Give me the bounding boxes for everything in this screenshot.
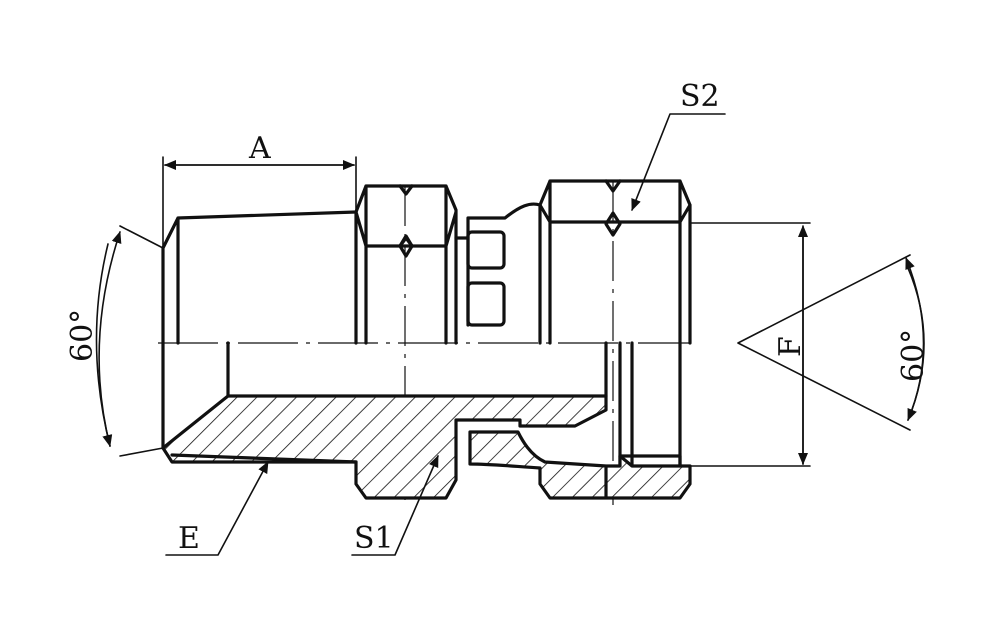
- bore-outline: [161, 341, 682, 468]
- neck-ring-lower: [466, 281, 506, 327]
- dimension-f: F: [689, 222, 811, 467]
- label-angle-left: 60°: [65, 309, 100, 362]
- thread-root-line: [170, 453, 358, 464]
- label-s1: S1: [354, 521, 394, 556]
- dimension-a: A: [162, 131, 357, 249]
- label-f: F: [773, 336, 808, 357]
- lower-half-section: [161, 341, 692, 500]
- leader-s1: S1: [351, 455, 439, 556]
- label-e: E: [178, 521, 200, 556]
- neck-ring-upper: [466, 230, 506, 270]
- hex-s2-outline: [538, 179, 692, 345]
- hex-s1-diamond: [398, 234, 414, 258]
- male-thread-outline: [161, 210, 358, 345]
- section-body: [161, 394, 608, 500]
- hex-s2-diamond: [604, 211, 622, 237]
- leader-e: E: [165, 461, 269, 556]
- nut-inner: [618, 454, 682, 468]
- upper-half-view: [161, 179, 692, 345]
- dimension-angle-right: 60°: [737, 254, 931, 431]
- leader-s2: S2: [631, 79, 726, 211]
- hex-s1-outline: [354, 184, 458, 345]
- label-a: A: [248, 131, 271, 166]
- dimension-angle-left: 60°: [65, 225, 164, 457]
- section-nut: [468, 430, 692, 500]
- label-s2: S2: [680, 79, 720, 114]
- label-angle-right: 60°: [896, 329, 931, 382]
